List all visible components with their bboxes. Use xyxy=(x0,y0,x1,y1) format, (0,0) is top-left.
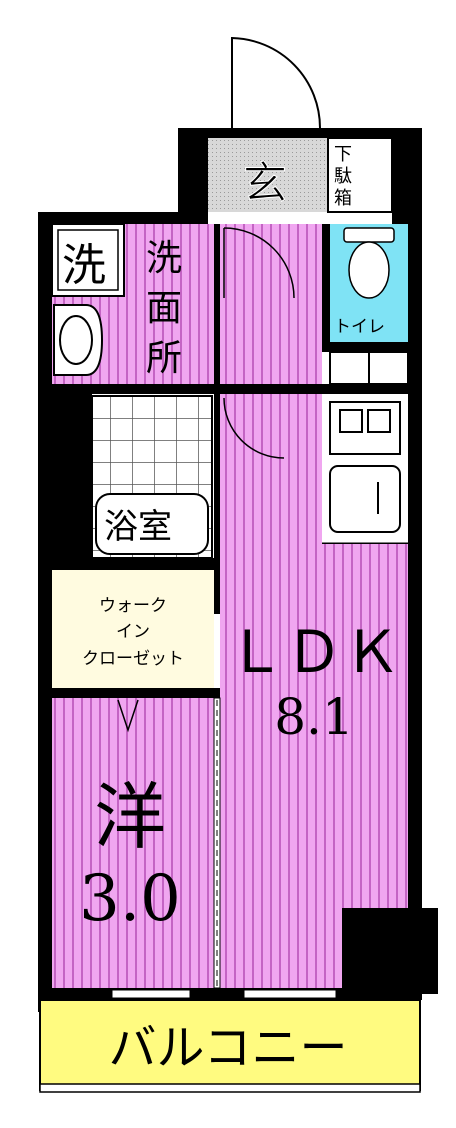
ldk-floor xyxy=(220,394,322,544)
bath-label: 浴室 xyxy=(104,507,172,547)
wall-kitchen-top xyxy=(220,384,422,394)
washroom-label-3: 所 xyxy=(146,338,182,379)
wall-bottom xyxy=(38,988,422,1000)
entrance-label: 玄 xyxy=(243,158,287,209)
outer-wall-entrance-right xyxy=(392,128,422,224)
window-ldk xyxy=(243,989,337,999)
ldk-label: ＬＤＫ xyxy=(227,618,401,686)
wall-toilet-bottom xyxy=(322,342,422,352)
sink xyxy=(329,465,401,533)
closet-line-3: クローゼット xyxy=(82,649,184,669)
washer-tray xyxy=(51,223,125,297)
stove-burner-2 xyxy=(367,409,391,433)
western-label: 洋 xyxy=(94,775,166,859)
shoe-box-label-3: 箱 xyxy=(334,188,352,209)
toilet-bowl xyxy=(348,241,390,299)
western-floor xyxy=(52,698,214,988)
closet-line-2: イン xyxy=(116,622,150,642)
balcony-label: バルコニー xyxy=(108,1020,347,1076)
toilet-label: トイレ xyxy=(334,317,385,337)
ldk-door-swing xyxy=(223,397,285,459)
shoe-box xyxy=(327,137,393,213)
washroom-label-1: 洗 xyxy=(146,238,182,279)
hallway-door-swing xyxy=(223,227,295,299)
outer-wall-top-left xyxy=(38,212,178,224)
wall-bath-bottom xyxy=(52,558,220,570)
stove-burner-1 xyxy=(339,409,363,433)
balcony-floor xyxy=(39,999,421,1091)
toilet-tank xyxy=(343,227,395,243)
wall-washroom-bottom xyxy=(52,384,220,394)
ldk-size: 8.1 xyxy=(274,688,354,746)
hallway-floor xyxy=(220,224,322,384)
wall-closet-bottom xyxy=(52,688,220,698)
closet-line-1: ウォーク xyxy=(99,596,167,616)
western-door-mark xyxy=(117,699,139,733)
outer-wall-left xyxy=(38,212,52,1012)
shoe-box-label-1: 下 xyxy=(334,144,352,165)
basin-bowl xyxy=(59,315,93,365)
wall-washroom-right xyxy=(214,224,220,614)
outer-wall-top xyxy=(178,128,422,138)
outer-wall-right xyxy=(408,128,422,908)
washroom-label-2: 面 xyxy=(146,288,182,329)
entrance-door-swing xyxy=(231,36,321,129)
bath-tub xyxy=(95,493,209,555)
washer-label: 洗 xyxy=(62,240,106,291)
wall-toilet-left xyxy=(322,224,330,352)
washer-inner xyxy=(57,229,119,291)
outer-wall-entrance-left xyxy=(178,128,208,224)
window-western xyxy=(111,989,191,999)
shoe-box-label-2: 駄 xyxy=(334,166,352,187)
entrance-floor xyxy=(208,138,328,212)
balcony-rail xyxy=(39,1083,421,1093)
western-size: 3.0 xyxy=(79,862,181,936)
wall-bath-left xyxy=(52,394,92,570)
closet-floor xyxy=(52,570,214,688)
pillar xyxy=(342,908,438,994)
